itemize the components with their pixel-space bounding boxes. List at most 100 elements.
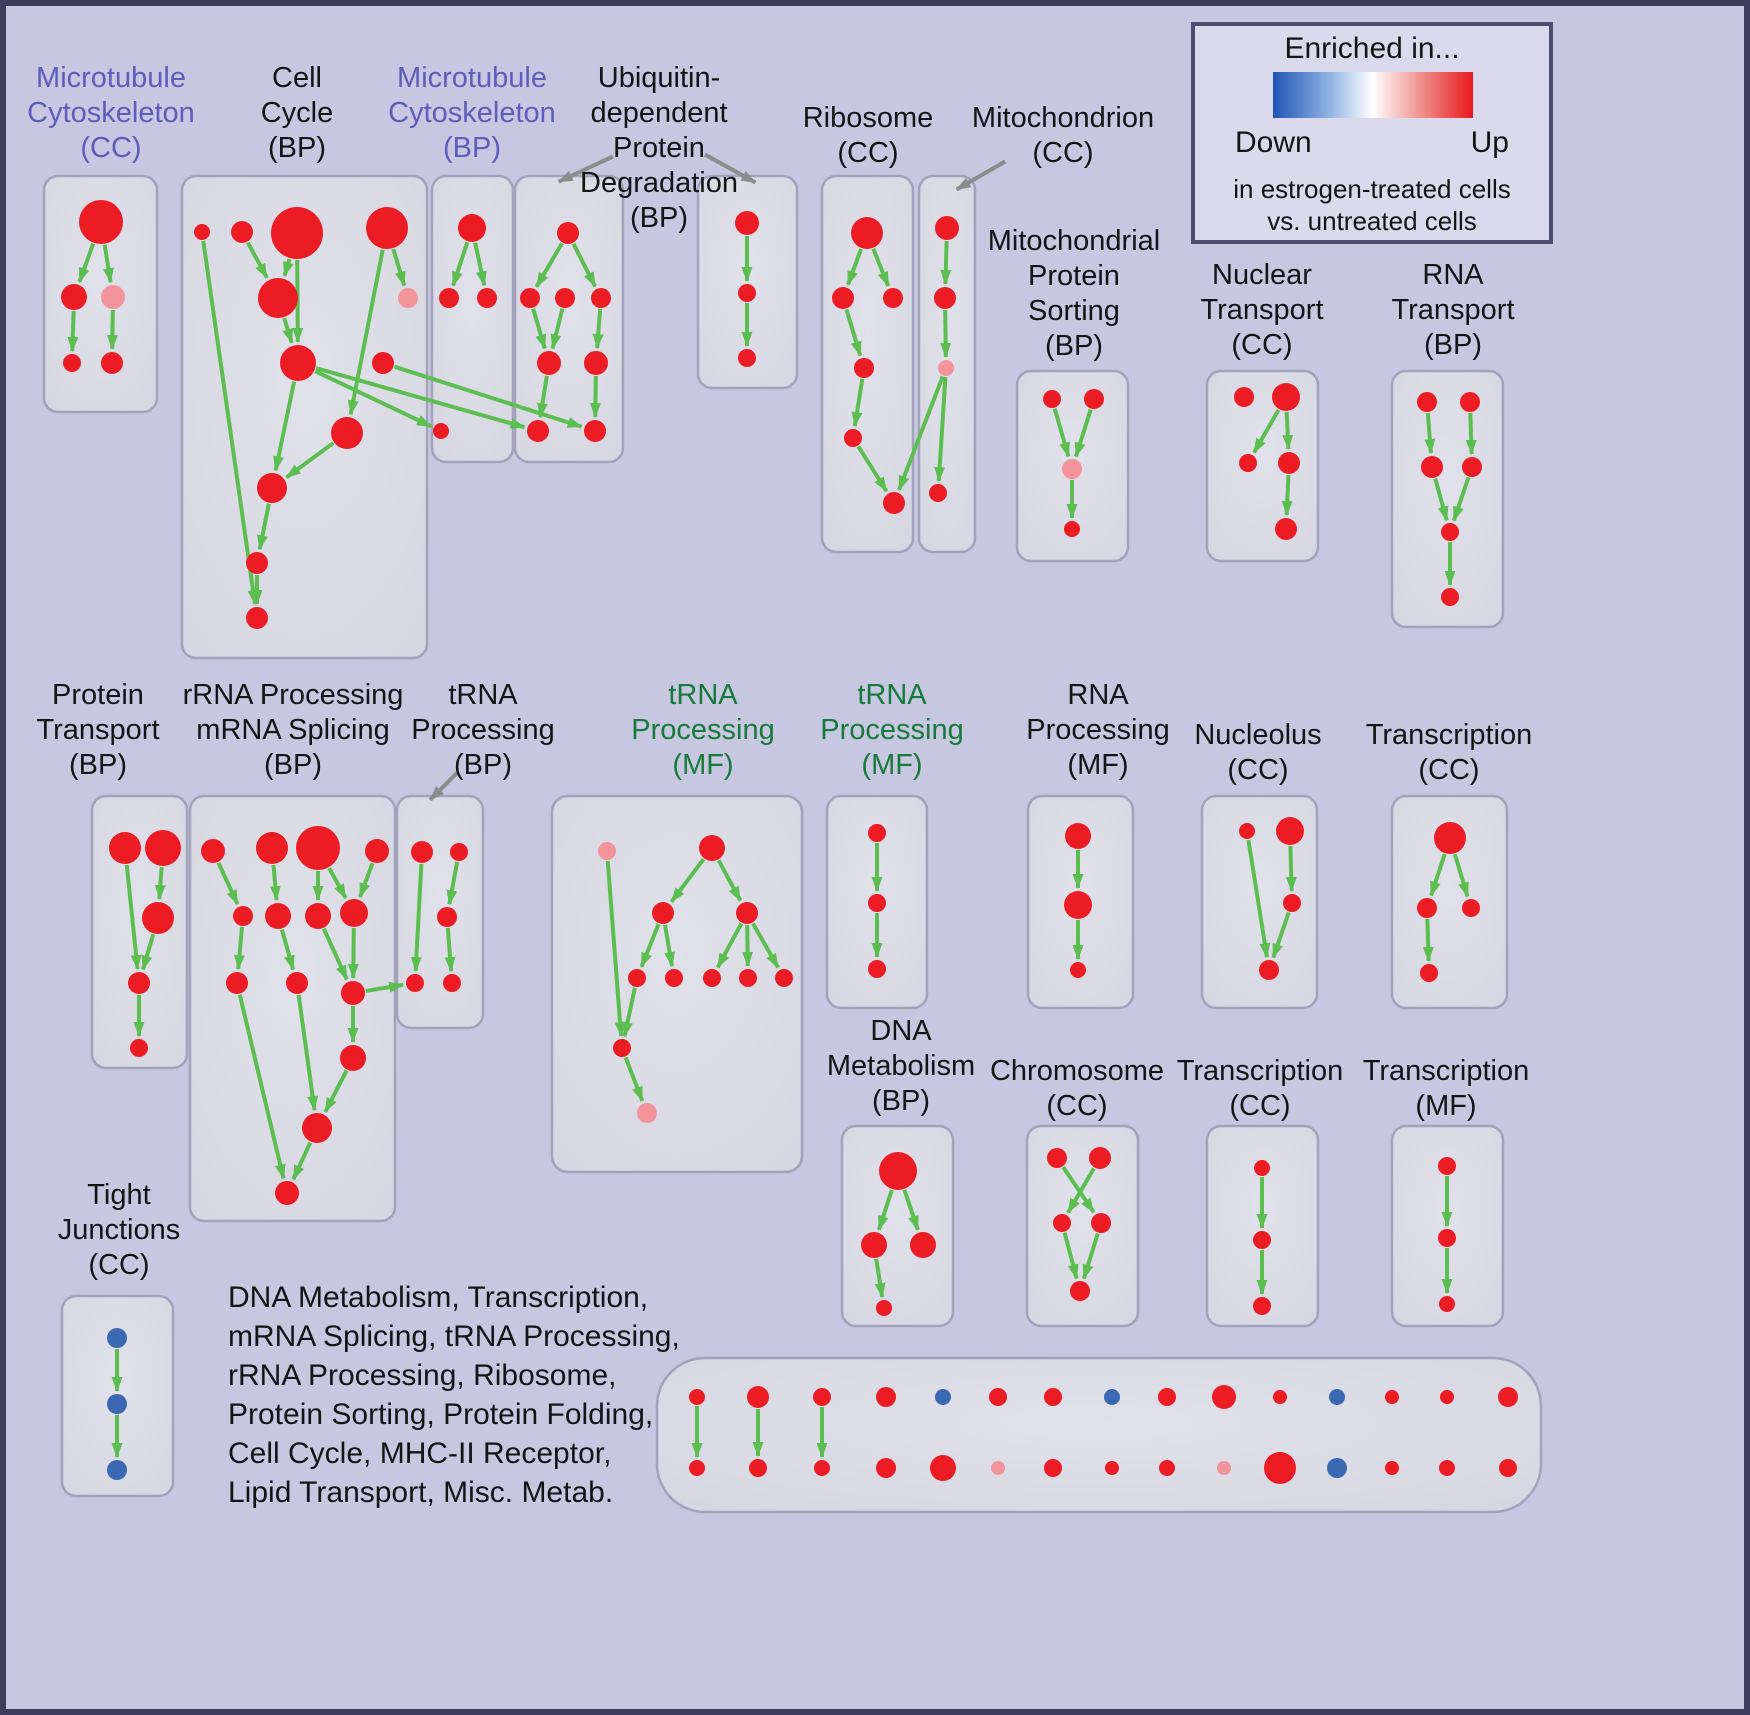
legend: Enriched in... Down Up in estrogen-treat… — [1191, 22, 1553, 244]
go-node-rna-transport-bp — [1462, 457, 1482, 477]
relation-edge — [314, 369, 432, 429]
go-node-trna-processing-mf-2 — [868, 960, 886, 978]
go-node-mitochondrial-protein-sorting-bp — [1062, 459, 1082, 479]
relation-edge — [571, 242, 597, 288]
cluster-box-transcription-cc-1 — [1390, 794, 1509, 1010]
legend-subtitle-line1: in estrogen-treated cells — [1233, 174, 1511, 204]
relation-edge — [715, 922, 744, 969]
go-node-misc-cluster — [1217, 1461, 1231, 1475]
go-node-transcription-cc-2 — [1253, 1297, 1271, 1315]
relation-edge — [1452, 853, 1470, 898]
network-diagram-canvas — [42, 152, 1543, 1514]
go-node-rrna-processing-mrna-splicing-bp — [265, 903, 291, 929]
go-node-transcription-mf — [1438, 1229, 1456, 1247]
go-node-misc-cluster — [1158, 1388, 1176, 1406]
go-node-dna-metabolism-bp — [910, 1232, 936, 1258]
go-node-misc-cluster — [876, 1458, 896, 1478]
relation-edge — [940, 240, 952, 286]
relation-edge — [282, 317, 294, 344]
relation-edge — [851, 378, 865, 428]
go-node-tight-junctions-cc — [107, 1328, 127, 1348]
go-node-rrna-processing-mrna-splicing-bp — [296, 826, 340, 870]
go-node-transcription-cc-1 — [1462, 899, 1480, 917]
relation-edge — [534, 242, 564, 288]
go-node-cell-cycle-bp — [280, 345, 316, 381]
relation-edge — [877, 1189, 894, 1231]
go-node-trna-processing-mf-1 — [736, 902, 758, 924]
go-node-rrna-processing-mrna-splicing-bp — [226, 972, 248, 994]
go-node-rna-processing-mf — [1070, 962, 1086, 978]
go-node-misc-cluster — [1385, 1390, 1399, 1404]
go-node-ubiquitin-degradation-bp — [591, 288, 611, 308]
go-node-trna-processing-mf-1 — [703, 969, 721, 987]
relation-edge — [1061, 1165, 1096, 1214]
go-node-rrna-processing-mrna-splicing-bp — [340, 1045, 366, 1071]
go-node-rrna-processing-mrna-splicing-bp — [233, 906, 253, 926]
go-node-misc-cluster — [1327, 1458, 1347, 1478]
go-node-misc-cluster — [1440, 1390, 1454, 1404]
go-node-chromosome-cc — [1070, 1281, 1090, 1301]
go-node-misc-cluster — [813, 1388, 831, 1406]
label-pointer-arrow — [955, 159, 1007, 192]
go-node-nucleolus-cc — [1259, 960, 1279, 980]
label-pointer-arrow — [703, 152, 757, 185]
label-pointer-arrow — [557, 154, 614, 184]
relation-edge — [589, 375, 601, 419]
relation-edge — [1282, 411, 1294, 451]
go-node-trna-processing-bp — [411, 841, 433, 863]
relation-edge — [410, 863, 424, 973]
go-node-misc-cluster — [749, 1459, 767, 1477]
relation-edge — [1433, 478, 1449, 522]
go-node-trna-processing-mf-1 — [665, 969, 683, 987]
go-node-trna-processing-bp — [406, 974, 424, 992]
go-node-tight-junctions-cc — [107, 1460, 127, 1480]
relation-edge — [347, 249, 385, 416]
legend-axis-labels: Down Up — [1235, 126, 1509, 160]
go-node-mitochondrion-cc — [938, 360, 954, 376]
go-node-rrna-processing-mrna-splicing-bp — [340, 899, 368, 927]
go-node-rrna-processing-mrna-splicing-bp — [256, 832, 288, 864]
relation-edge — [845, 248, 863, 286]
relation-edge — [897, 375, 945, 491]
go-node-rrna-processing-mrna-splicing-bp — [275, 1181, 299, 1205]
go-node-ribosome-cc — [844, 429, 862, 447]
go-node-misc-cluster — [989, 1388, 1007, 1406]
relation-edge — [446, 861, 460, 906]
relation-edge — [201, 240, 259, 606]
relation-edge — [106, 309, 118, 351]
relation-edge — [592, 308, 604, 350]
go-node-microtubule-cytoskeleton-bp — [433, 423, 449, 439]
cluster-box-dna-metabolism-bp — [840, 1124, 955, 1328]
go-node-protein-transport-bp — [142, 902, 174, 934]
go-node-trna-processing-mf-1 — [598, 842, 616, 860]
go-node-ubiquitin-degradation-bp — [557, 222, 579, 244]
relation-edge — [605, 860, 626, 1038]
go-node-misc-cluster — [935, 1389, 951, 1405]
relation-edge — [245, 241, 269, 279]
go-node-microtubule-cytoskeleton-cc — [101, 285, 125, 309]
relation-edge — [1281, 474, 1293, 517]
relation-edge — [358, 862, 375, 898]
relation-edge — [856, 445, 889, 493]
cluster-box-nuclear-transport-cc — [1205, 369, 1320, 563]
relation-edge — [871, 248, 891, 287]
go-node-misc-cluster — [689, 1389, 705, 1405]
cluster-box-misc-cluster — [655, 1356, 1543, 1514]
go-node-microtubule-cytoskeleton-bp — [439, 288, 459, 308]
go-node-cell-cycle-bp — [194, 224, 210, 240]
relation-edge — [1252, 409, 1281, 454]
go-node-ubiquitin-degradation-bp — [537, 351, 561, 375]
relation-edge — [742, 924, 754, 968]
go-node-trna-processing-bp — [450, 843, 468, 861]
relation-edge — [291, 1141, 313, 1181]
go-node-ribosome-cc — [883, 492, 905, 514]
go-node-nuclear-transport-cc — [1275, 518, 1297, 540]
relation-edge — [141, 933, 156, 971]
relation-edge — [323, 1069, 349, 1113]
go-node-nuclear-transport-cc — [1272, 383, 1300, 411]
relation-edge — [296, 994, 319, 1112]
relation-edge — [1271, 911, 1291, 959]
go-node-misc-cluster — [1212, 1385, 1236, 1409]
go-node-misc-cluster — [930, 1455, 956, 1481]
relation-edge — [347, 927, 359, 980]
